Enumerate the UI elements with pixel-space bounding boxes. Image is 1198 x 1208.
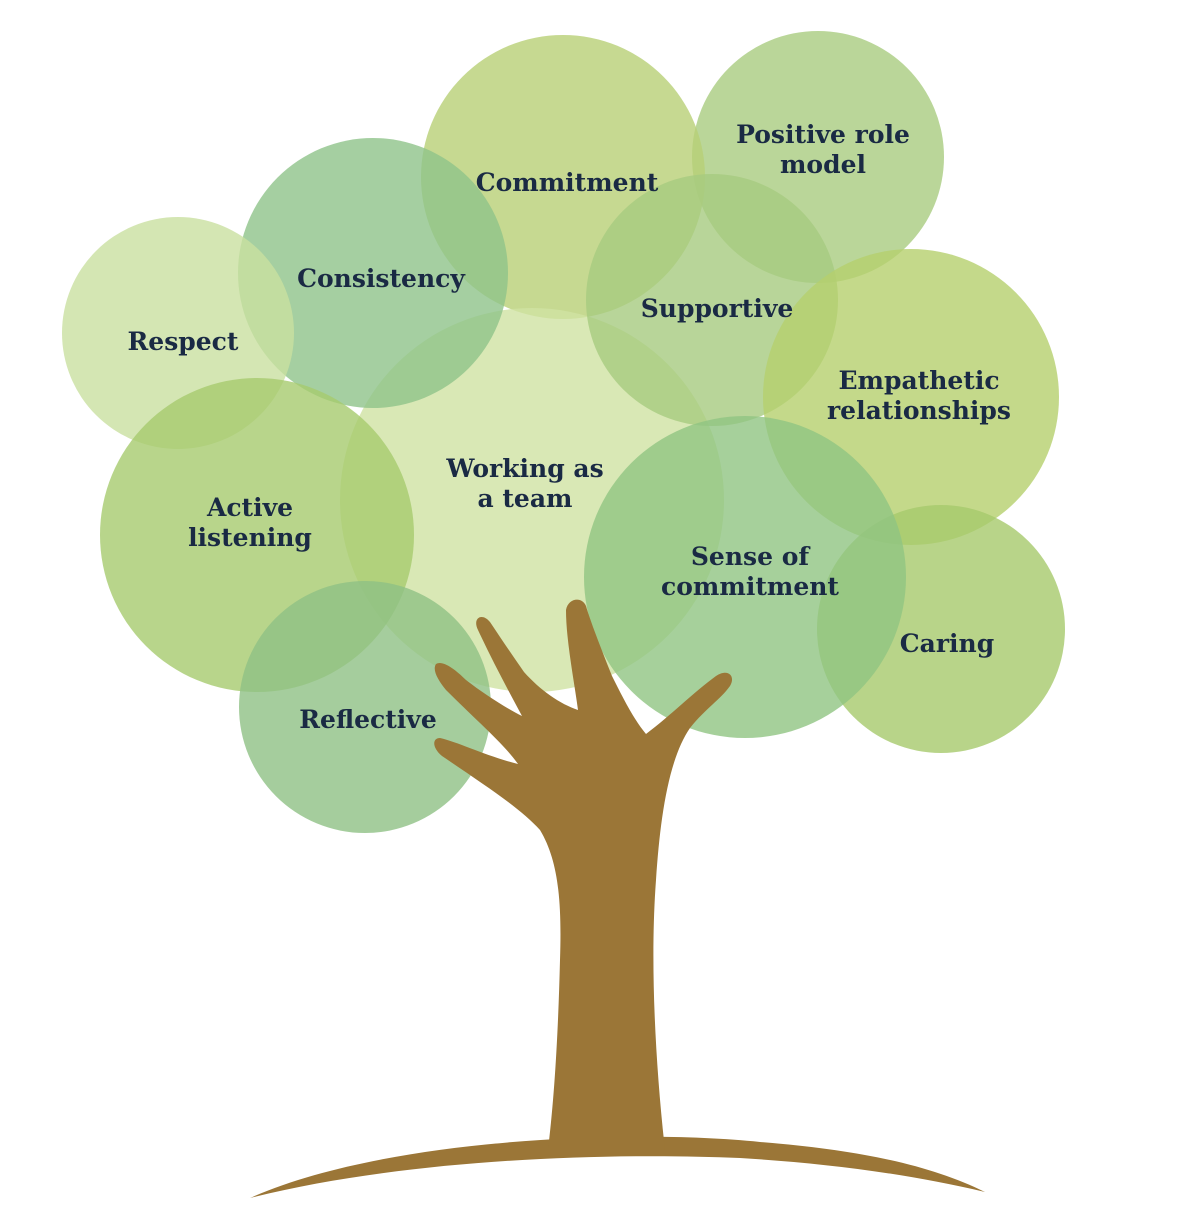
leaf-label-line: Commitment <box>476 168 659 197</box>
leaf-label-line: Empathetic <box>838 366 999 395</box>
leaf-label-line: relationships <box>827 396 1011 425</box>
leaf-label-caring: Caring <box>900 629 994 658</box>
leaf-label-line: model <box>780 150 866 179</box>
leaf-label-line: Positive role <box>736 120 910 149</box>
leaf-label-line: Respect <box>128 327 239 356</box>
ground-curve <box>250 1136 985 1198</box>
leaf-circle-consistency <box>238 138 508 408</box>
leaf-label-reflective: Reflective <box>299 705 436 734</box>
leaf-label-supportive: Supportive <box>641 294 794 323</box>
trunk-hand <box>434 599 733 1150</box>
leaf-circle-reflective <box>239 581 491 833</box>
leaf-label-line: Working as <box>445 454 603 483</box>
leaf-label-line: Supportive <box>641 294 794 323</box>
leaf-circle-sense-of-commitment <box>584 416 906 738</box>
leaf-label-line: Sense of <box>691 542 811 571</box>
leaf-circles <box>62 31 1065 833</box>
leaf-label-consistency: Consistency <box>297 264 466 293</box>
leaf-label-line: listening <box>188 523 312 552</box>
leaf-label-line: a team <box>477 484 572 513</box>
leaf-label-respect: Respect <box>128 327 239 356</box>
leaf-label-line: Consistency <box>297 264 466 293</box>
tree-trunk-group <box>250 599 985 1198</box>
leaf-label-commitment: Commitment <box>476 168 659 197</box>
leaf-label-line: Caring <box>900 629 994 658</box>
leaf-label-line: Reflective <box>299 705 436 734</box>
leaf-label-line: commitment <box>661 572 839 601</box>
leaf-label-line: Active <box>206 493 293 522</box>
